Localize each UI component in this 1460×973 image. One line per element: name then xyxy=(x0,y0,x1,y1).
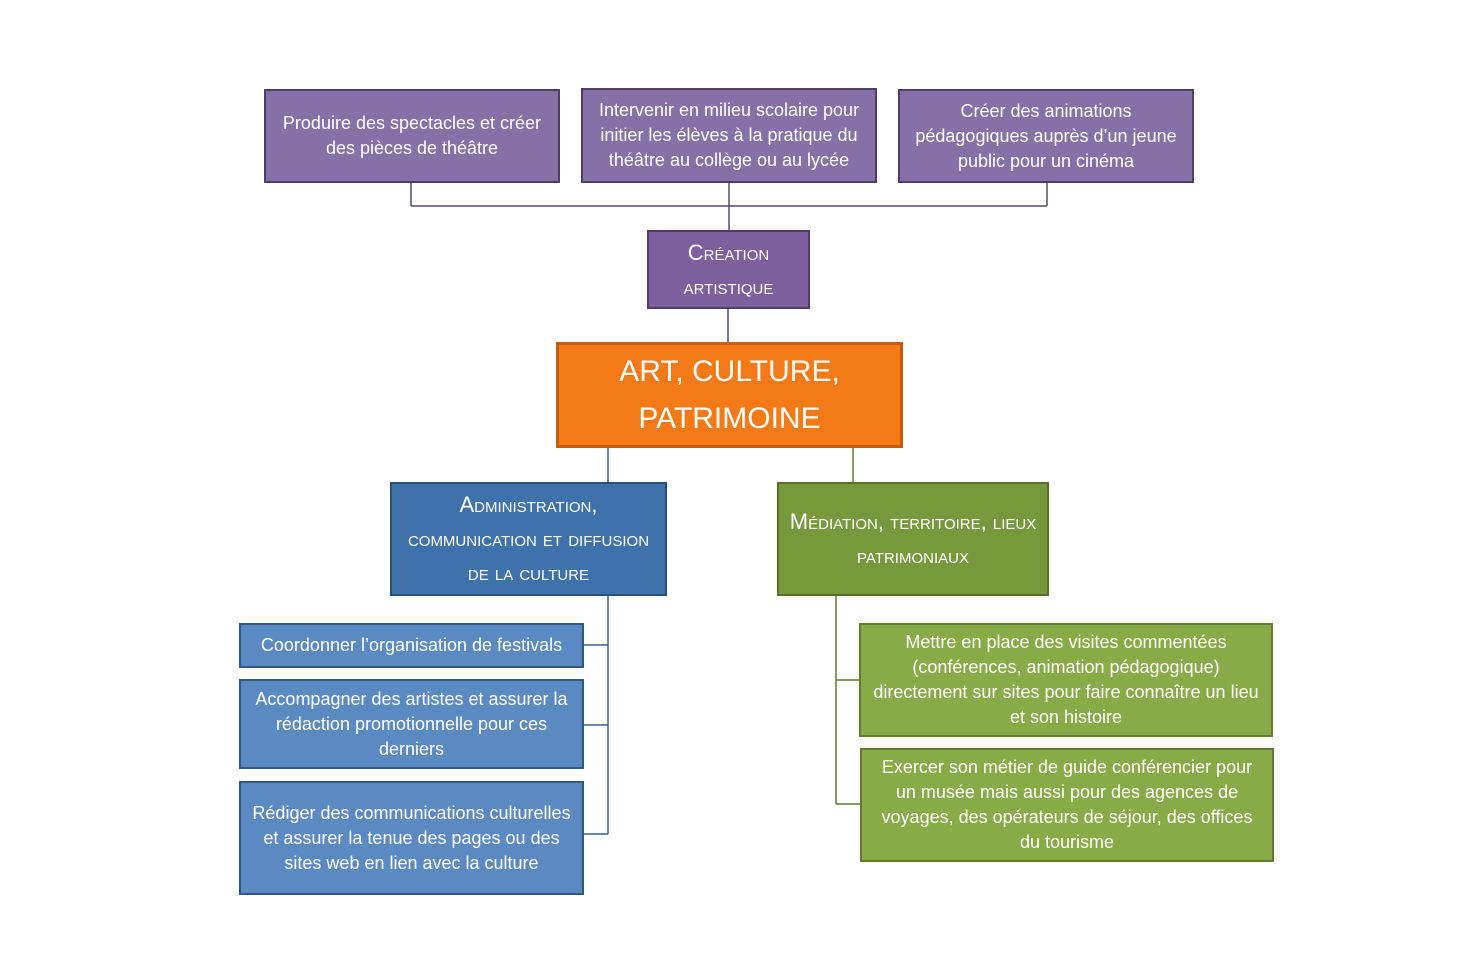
creation-category: Création artistique xyxy=(647,230,810,309)
administration-item-2: Accompagner des artistes et assurer la r… xyxy=(239,679,584,769)
creation-item-2: Intervenir en milieu scolaire pour initi… xyxy=(581,88,877,183)
administration-item-1: Coordonner l’organisation de festivals xyxy=(239,623,584,668)
creation-item-3: Créer des animations pédagogiques auprès… xyxy=(898,89,1194,183)
administration-item-1-label: Coordonner l’organisation de festivals xyxy=(260,635,563,655)
creation-item-1-label: Produire des spectacles et créer des piè… xyxy=(282,113,542,158)
mediation-item-2-label: Exercer son métier de guide conférencier… xyxy=(881,757,1253,852)
administration-item-2-label: Accompagner des artistes et assurer la r… xyxy=(255,688,568,759)
administration-item-3-label: Rédiger des communications culturelles e… xyxy=(252,802,571,873)
administration-item-3: Rédiger des communications culturelles e… xyxy=(239,781,584,895)
administration-category: Administration, communication et diffusi… xyxy=(390,482,667,596)
mediation-category: Médiation, territoire, lieux patrimoniau… xyxy=(777,482,1049,596)
mediation-category-title: Médiation, territoire, lieux patrimoniau… xyxy=(789,509,1037,568)
creation-item-1: Produire des spectacles et créer des piè… xyxy=(264,89,560,183)
mediation-item-2: Exercer son métier de guide conférencier… xyxy=(860,748,1274,862)
mediation-item-1: Mettre en place des visites commentées (… xyxy=(859,623,1273,737)
mediation-item-1-label: Mettre en place des visites commentées (… xyxy=(873,632,1259,727)
creation-item-2-label: Intervenir en milieu scolaire pour initi… xyxy=(598,100,860,170)
administration-category-title: Administration, communication et diffusi… xyxy=(407,492,650,585)
central-topic: ART, CULTURE, PATRIMOINE xyxy=(556,342,903,448)
creation-category-title: Création artistique xyxy=(683,239,774,299)
central-topic-title: ART, CULTURE, PATRIMOINE xyxy=(619,355,840,435)
creation-item-3-label: Créer des animations pédagogiques auprès… xyxy=(915,100,1177,171)
